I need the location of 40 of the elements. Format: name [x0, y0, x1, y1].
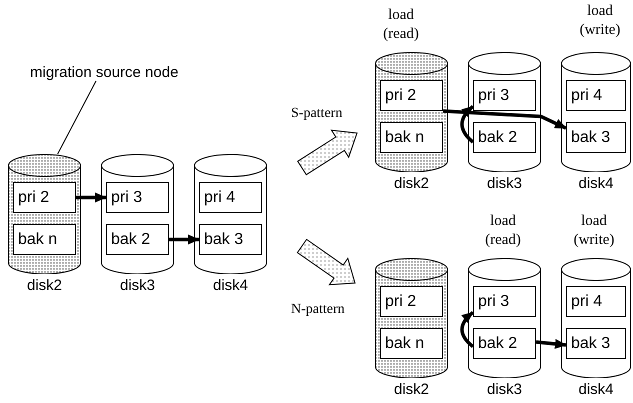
pattern-label: N-pattern [291, 302, 345, 318]
disk-label: disk4 [577, 381, 615, 398]
data-box: pri 3 [473, 80, 536, 111]
data-box: bak n [13, 224, 76, 255]
leader-line [57, 80, 96, 154]
data-box: bak 3 [566, 122, 626, 153]
arrow [460, 311, 474, 348]
arrow [536, 338, 567, 349]
data-box: bak 2 [473, 328, 536, 359]
disk-label: disk3 [486, 381, 524, 398]
data-box: bak 3 [199, 224, 262, 255]
data-box: pri 2 [380, 80, 443, 111]
disk-label: disk3 [486, 175, 524, 192]
pattern-label: S-pattern [291, 106, 342, 122]
disk-label: disk3 [118, 277, 156, 294]
disk-label: disk2 [392, 381, 430, 398]
data-box: pri 4 [566, 286, 626, 317]
disk-label: disk4 [212, 277, 250, 294]
data-box: pri 4 [566, 80, 626, 111]
arrow [169, 234, 200, 244]
data-box: pri 3 [473, 286, 536, 317]
arrow [442, 109, 567, 130]
annotation-text: migration source node [30, 64, 230, 81]
load-label: load (read) [382, 6, 420, 44]
data-box: pri 2 [380, 286, 443, 317]
arrow [76, 192, 107, 202]
disk-label: disk2 [392, 175, 430, 192]
data-box: bak 3 [566, 328, 626, 359]
load-label: load (read) [484, 212, 522, 250]
load-label: load (write) [578, 2, 622, 40]
disk-label: disk2 [26, 277, 64, 294]
data-box: pri 4 [199, 182, 262, 213]
disk-label: disk4 [577, 175, 615, 192]
data-box: pri 3 [106, 182, 169, 213]
data-box: bak 2 [473, 122, 536, 153]
load-label: load (write) [572, 212, 616, 250]
data-box: bak 2 [106, 224, 169, 255]
data-box: pri 2 [13, 182, 76, 213]
data-box: bak n [380, 122, 443, 153]
data-box: bak n [380, 328, 443, 359]
